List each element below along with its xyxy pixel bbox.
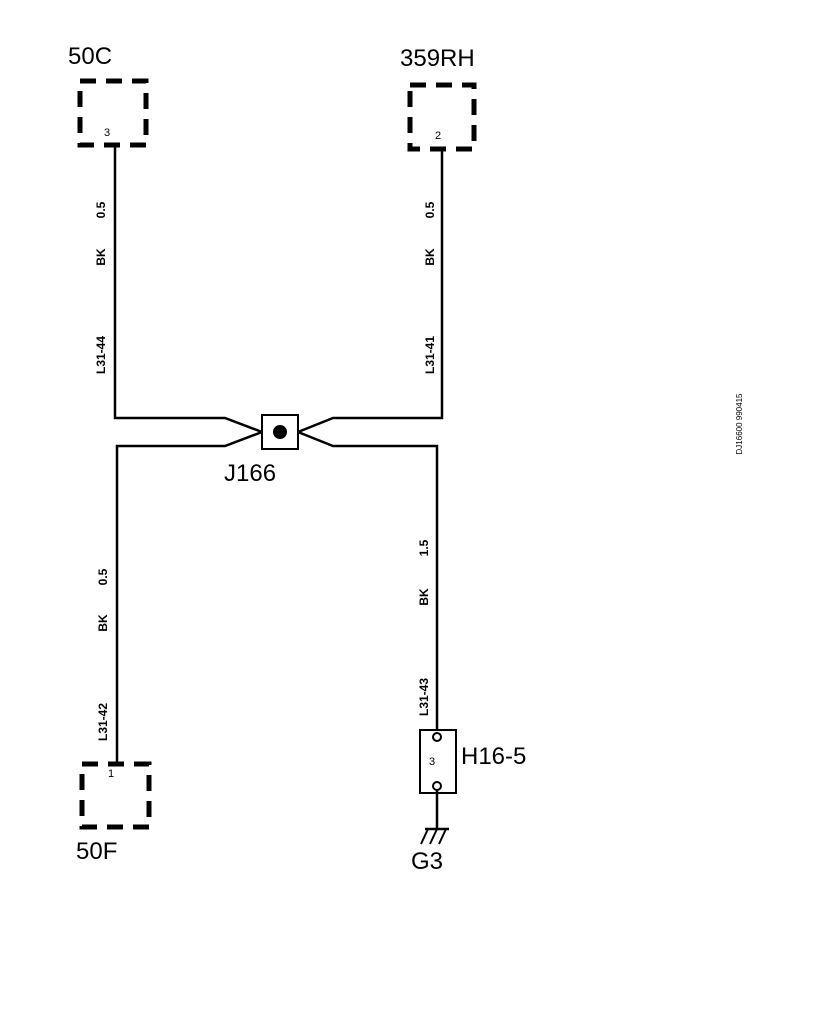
component-h16-5-label: H16-5 (461, 743, 526, 770)
wire-l31-43-path (297, 430, 439, 730)
connector-359rh-pin: 2 (435, 130, 441, 142)
component-h16-5-top-terminal (432, 732, 442, 742)
connector-50f-label: 50F (76, 838, 117, 865)
ground-g3-label: G3 (411, 848, 443, 875)
ground-g3[interactable]: G3 (411, 790, 449, 875)
connector-50f-pin: 1 (108, 768, 114, 780)
component-h16-5-pin: 3 (429, 756, 435, 768)
wire-l31-41-color: BK (423, 248, 437, 266)
connector-50f[interactable]: 1 50F (76, 761, 152, 865)
connector-359rh-label: 359RH (400, 45, 475, 72)
wire-l31-41-id: L31-41 (423, 336, 437, 374)
wire-l31-43[interactable]: 1.5 BK L31-43 (297, 430, 439, 730)
connector-50c-outline (77, 78, 149, 148)
wire-l31-42-gauge: 0.5 (96, 568, 110, 585)
wire-l31-44-path (113, 145, 263, 434)
splice-j166-label: J166 (224, 460, 276, 487)
wire-l31-44-id: L31-44 (94, 336, 108, 374)
connector-50c[interactable]: 50C 3 (68, 43, 149, 148)
wire-l31-42-path (115, 430, 263, 764)
wire-l31-43-id: L31-43 (417, 678, 431, 716)
wire-l31-42[interactable]: 0.5 BK L31-42 (96, 430, 263, 764)
wire-l31-42-color: BK (96, 614, 110, 632)
ground-g3-hatch-3 (438, 828, 447, 845)
wire-l31-44-color: BK (94, 248, 108, 266)
component-h16-5[interactable]: 3 H16-5 (419, 729, 526, 794)
wire-l31-43-gauge: 1.5 (417, 539, 431, 556)
ground-g3-hatch-2 (429, 828, 438, 845)
splice-j166-dot (273, 425, 287, 439)
wire-l31-44-gauge: 0.5 (94, 201, 108, 218)
connector-359rh[interactable]: 359RH 2 (400, 45, 477, 152)
component-h16-5-bottom-terminal (432, 781, 442, 791)
document-id: DJ16600 990415 (735, 393, 744, 454)
connector-50f-outline (79, 761, 152, 830)
wire-l31-42-id: L31-42 (96, 703, 110, 741)
wire-l31-41[interactable]: 0.5 BK L31-41 (297, 149, 444, 434)
connector-359rh-outline (407, 82, 477, 152)
connector-50c-pin: 3 (104, 127, 110, 139)
ground-g3-hatch-1 (420, 828, 429, 845)
wire-l31-43-color: BK (417, 588, 431, 606)
wire-l31-41-gauge: 0.5 (423, 201, 437, 218)
wire-l31-41-path (297, 149, 444, 434)
splice-j166[interactable]: J166 (224, 414, 299, 487)
wire-l31-44[interactable]: 0.5 BK L31-44 (94, 145, 263, 434)
connector-50c-label: 50C (68, 43, 112, 70)
